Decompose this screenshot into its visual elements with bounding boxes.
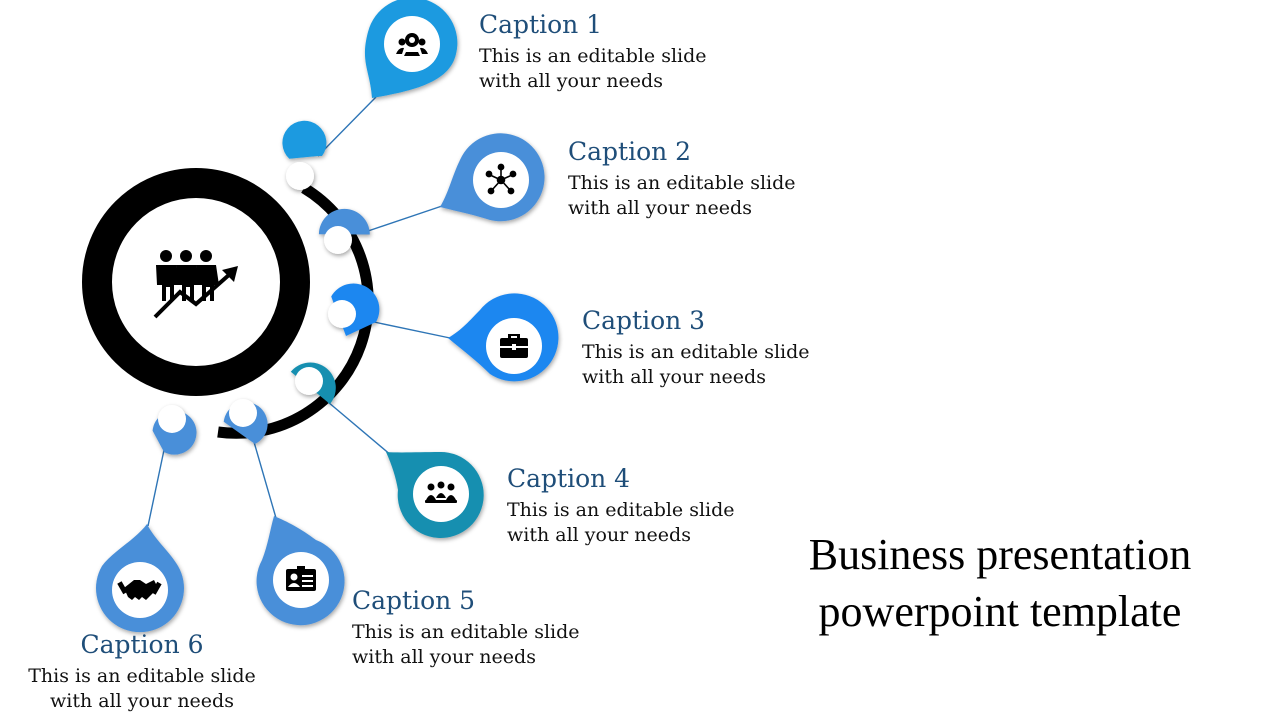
caption-3-line-2: with all your needs [582,366,766,388]
handshake-icon [117,580,162,600]
caption-6-title: Caption 6 [80,630,204,659]
id-card-icon [286,566,316,591]
pin-6[interactable] [96,524,185,633]
caption-5-line-2: with all your needs [352,646,536,668]
caption-4-line-1: This is an editable slide [507,499,735,521]
caption-6: Caption 6 This is an editable slide with … [22,630,262,714]
meeting-icon [425,481,457,503]
connector-4 [327,401,393,457]
caption-4: Caption 4 This is an editable slide with … [507,464,735,548]
caption-3-text: This is an editable slide with all your n… [582,340,810,390]
connector-1 [317,96,377,157]
caption-5-title: Caption 5 [352,586,476,615]
caption-5-line-1: This is an editable slide [352,621,580,643]
caption-6-line-1: This is an editable slide [28,665,256,687]
caption-2-title: Caption 2 [568,137,692,166]
caption-6-text: This is an editable slide with all your n… [22,664,262,714]
caption-1-title: Caption 1 [479,10,603,39]
caption-3: Caption 3 This is an editable slide with … [582,306,810,390]
pin-3[interactable] [448,293,559,382]
caption-3-line-1: This is an editable slide [582,341,810,363]
connector-lines [147,96,451,527]
small-pin-1 [282,120,327,190]
caption-2-text: This is an editable slide with all your n… [568,171,796,221]
pin-4[interactable] [386,451,484,538]
caption-4-text: This is an editable slide with all your n… [507,498,735,548]
caption-2-line-2: with all your needs [568,197,752,219]
briefcase-icon [500,334,528,358]
caption-1-line-2: with all your needs [479,70,663,92]
team-growth-icon [153,250,238,319]
connector-5 [253,441,277,519]
caption-1-text: This is an editable slide with all your n… [479,44,707,94]
user-search-icon [396,33,428,56]
network-icon [485,163,517,195]
connector-6 [147,449,165,527]
caption-4-title: Caption 4 [507,464,631,493]
caption-3-title: Caption 3 [582,306,706,335]
slide-title: Business presentation powerpoint templat… [808,530,1192,636]
connector-2 [367,205,443,232]
caption-4-line-2: with all your needs [507,524,691,546]
caption-6-line-2: with all your needs [50,690,234,712]
connector-3 [373,321,451,339]
caption-5-text: This is an editable slide with all your n… [352,620,580,670]
caption-2-line-1: This is an editable slide [568,172,796,194]
caption-1: Caption 1 This is an editable slide with … [479,10,707,94]
caption-2: Caption 2 This is an editable slide with … [568,137,796,221]
small-pin-6 [152,405,197,455]
small-pin-2 [318,208,370,254]
small-pin-5 [223,399,268,444]
pin-2[interactable] [440,133,545,222]
small-pin-4 [290,362,336,404]
small-pin-3 [328,283,380,336]
caption-1-line-1: This is an editable slide [479,45,707,67]
caption-5: Caption 5 This is an editable slide with … [352,586,580,670]
pin-1[interactable] [365,0,458,98]
